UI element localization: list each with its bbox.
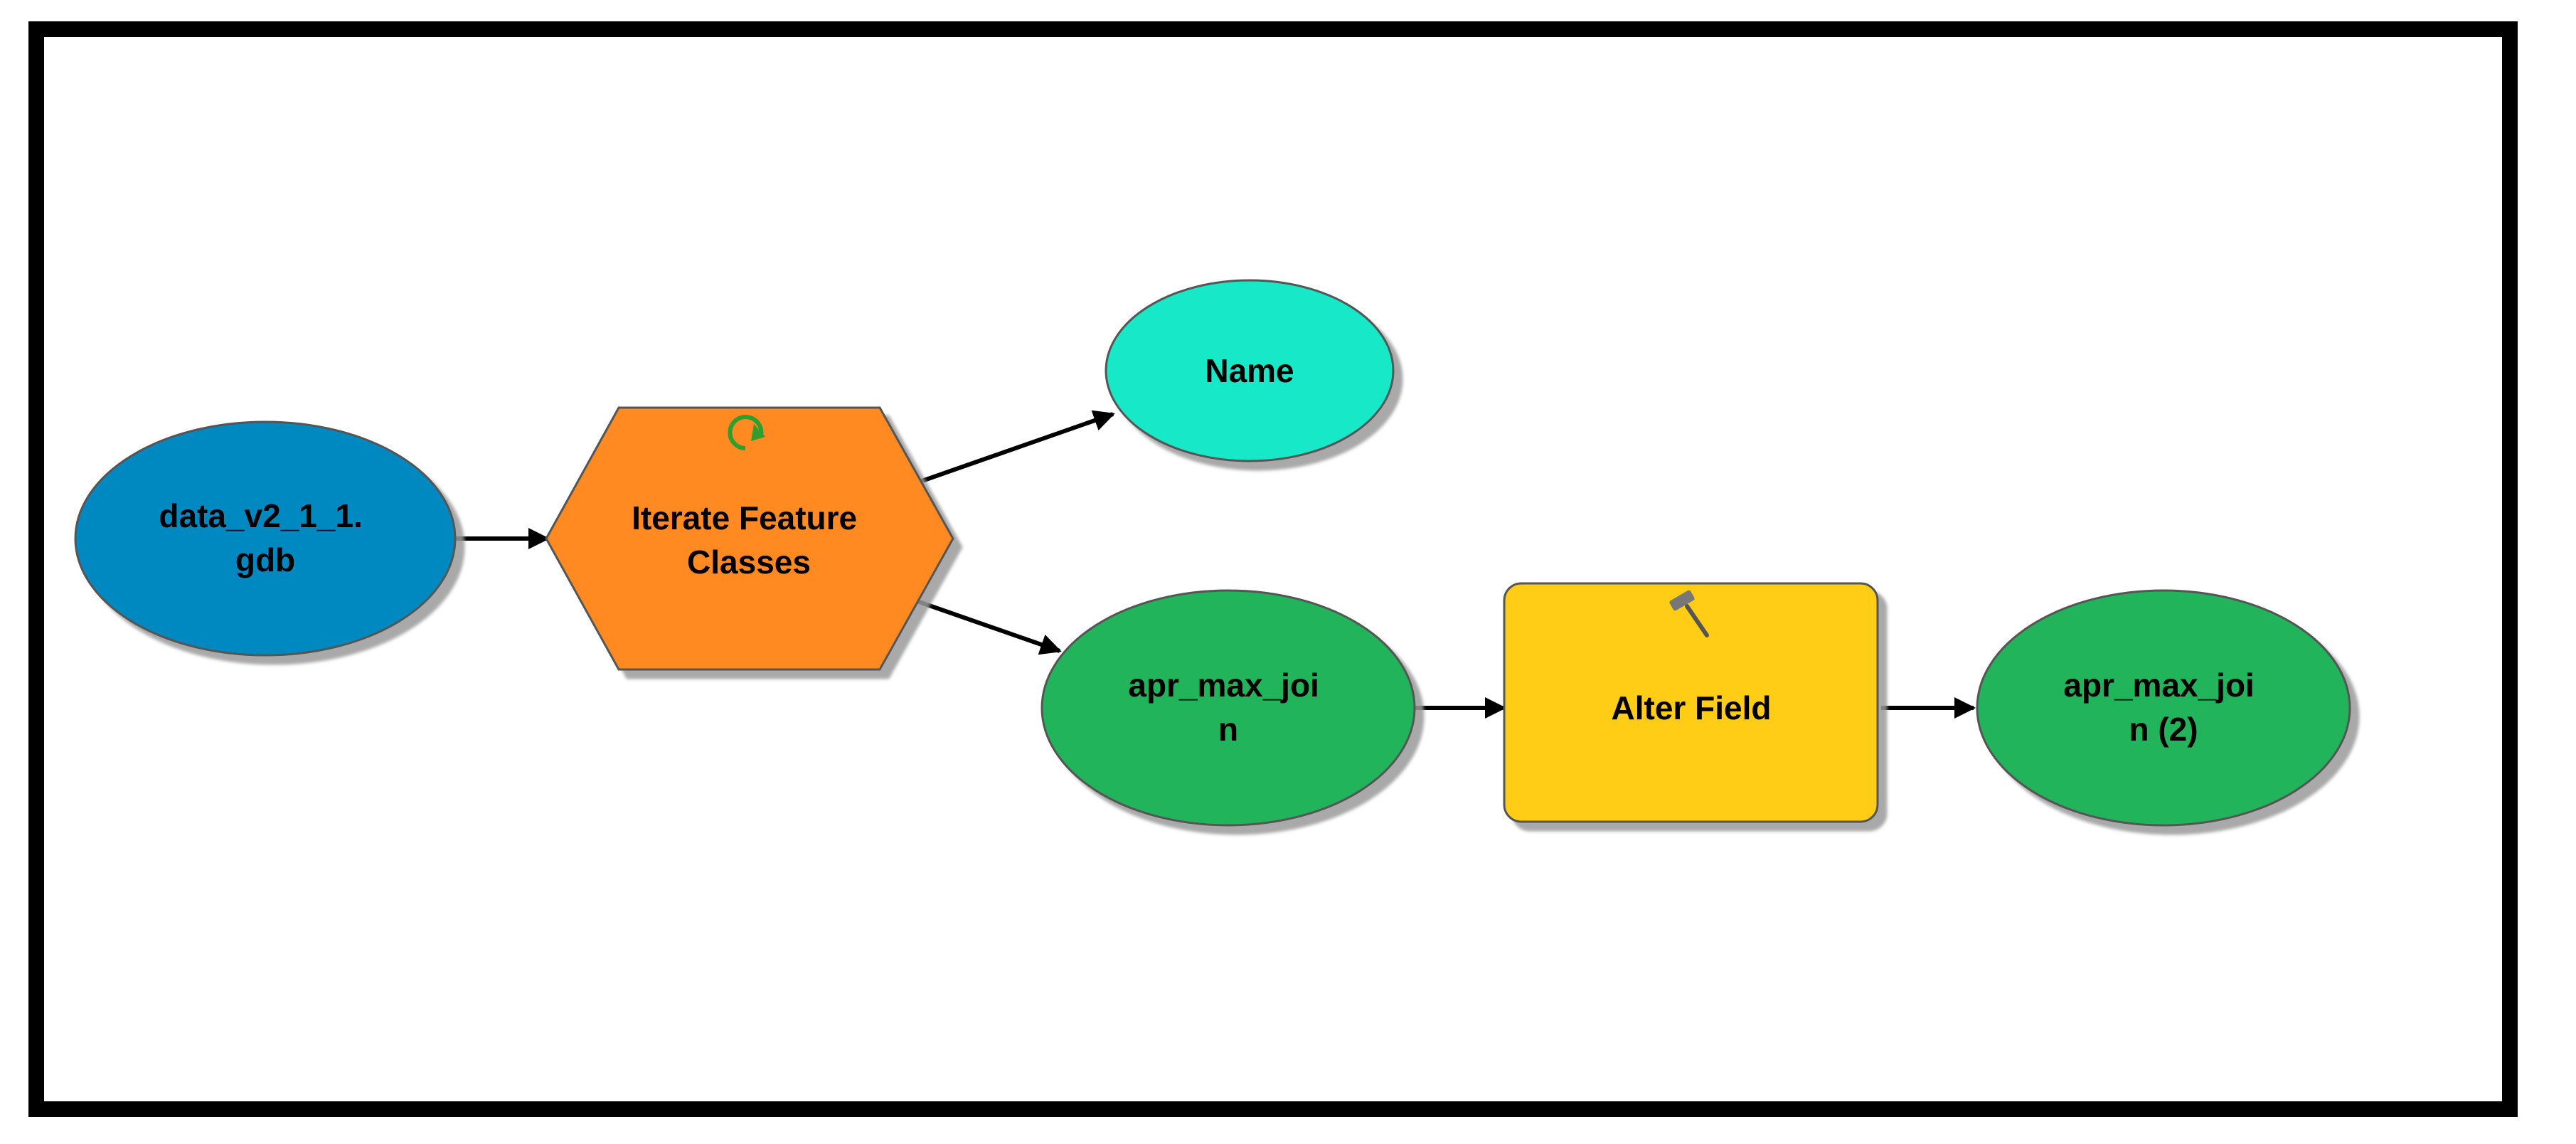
apr-max-join-2-label-line-1: apr_max_joi [2063,667,2254,704]
iterate-label: Iterate Feature Classes [632,499,866,581]
apr-max-join-label-line-2: n [1218,711,1238,748]
iterate-feature-classes-node[interactable]: Iterate Feature Classes [545,406,954,671]
hammer-tool-icon [1669,590,1709,637]
apr-max-join-node[interactable]: apr_max_joi n [1040,589,1416,827]
apr-max-join-2-ellipse [1976,589,2351,827]
apr-max-join-label: apr_max_joi n [1128,667,1328,748]
connectors [448,410,1976,719]
alter-field-rectangle [1503,582,1879,823]
name-ellipse [1105,279,1395,462]
apr-max-join-ellipse [1040,589,1416,827]
connector-iterate-to-name[interactable] [913,410,1115,486]
gdb-label: data_v2_1_1. gdb [159,497,371,578]
gdb-ellipse [74,420,457,657]
apr-max-join-label-line-1: apr_max_joi [1128,667,1319,704]
iterate-arrow-icon [728,415,765,450]
iterate-label-line-2: Classes [687,544,811,581]
apr-max-join-2-label: apr_max_joi n (2) [2063,667,2263,748]
gdb-input-node[interactable]: data_v2_1_1. gdb [74,420,457,657]
alter-field-tool-node[interactable]: Alter Field [1503,582,1879,823]
iterate-label-line-1: Iterate Feature [632,499,857,536]
alter-field-label-line-1: Alter Field [1612,689,1772,726]
name-output-node[interactable]: Name [1105,279,1395,462]
gdb-label-line-1: data_v2_1_1. [159,497,362,534]
connector-iterate-to-join1[interactable] [906,595,1062,655]
gdb-label-line-2: gdb [235,541,295,578]
apr-max-join-2-label-line-2: n (2) [2129,711,2198,748]
iterate-hexagon [545,406,954,671]
alter-field-label: Alter Field [1612,689,1772,726]
apr-max-join-2-node[interactable]: apr_max_joi n (2) [1976,589,2351,827]
name-label-line-1: Name [1205,352,1294,389]
name-label: Name [1205,352,1294,389]
